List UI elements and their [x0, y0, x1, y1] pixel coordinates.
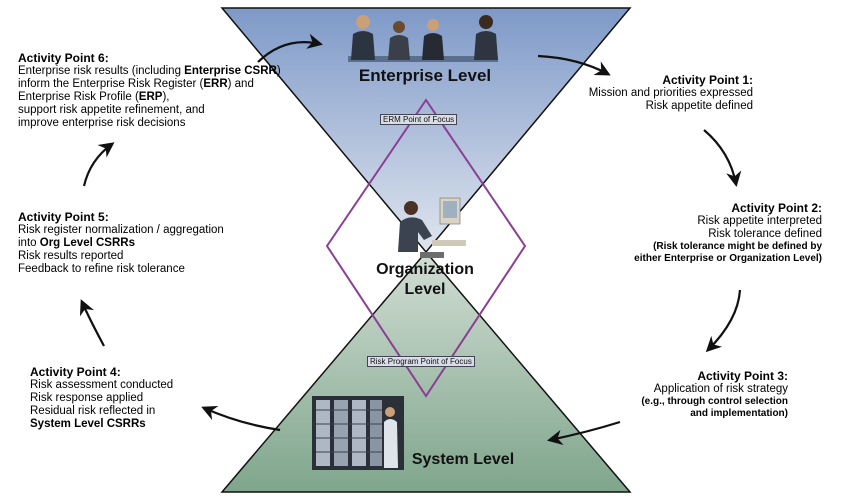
- activity-point-5-line2: into Org Level CSRRs: [18, 237, 135, 249]
- activity-point-1-line1: Mission and priorities expressed: [588, 87, 753, 99]
- activity-point-3-note1: (e.g., through control selection: [641, 396, 788, 407]
- arrow-ap6-to-enterprise: [257, 33, 324, 63]
- erm-focus-label: ERM Point of Focus: [380, 114, 458, 125]
- activity-point-4: Activity Point 4: Risk assessment conduc…: [30, 366, 173, 431]
- activity-point-3-title: Activity Point 3:: [697, 369, 788, 383]
- activity-point-5-line1: Risk register normalization / aggregatio…: [18, 224, 224, 236]
- activity-point-2-note2: either Enterprise or Organization Level): [634, 253, 822, 264]
- activity-point-2-line2: Risk tolerance defined: [708, 228, 822, 240]
- activity-point-3-line1: Application of risk strategy: [653, 383, 788, 395]
- activity-point-1-line2: Risk appetite defined: [645, 100, 753, 112]
- arrow-ap5-to-ap6: [82, 142, 115, 187]
- activity-point-4-line2: Risk response applied: [30, 392, 144, 404]
- server-room-icon: [312, 396, 404, 470]
- activity-point-5: Activity Point 5: Risk register normaliz…: [18, 211, 224, 276]
- computer-worker-icon: [398, 197, 466, 258]
- activity-point-1: Activity Point 1: Mission and priorities…: [589, 74, 753, 113]
- organization-level-line1: Organization: [376, 261, 474, 278]
- activity-point-2: Activity Point 2: Risk appetite interpre…: [634, 202, 822, 265]
- arrow-ap2-to-ap3: [705, 289, 742, 353]
- activity-point-4-line1: Risk assessment conducted: [30, 379, 174, 391]
- organization-level-line2: Level: [404, 281, 446, 298]
- activity-point-3: Activity Point 3: Application of risk st…: [641, 370, 788, 420]
- activity-point-5-line3: Risk results reported: [18, 250, 124, 262]
- activity-point-6-line3: Enterprise Risk Profile (ERP),: [18, 91, 170, 103]
- arrow-ap1-to-ap2: [703, 129, 742, 188]
- activity-point-6: Activity Point 6: Enterprise risk result…: [18, 52, 281, 130]
- activity-point-1-title: Activity Point 1:: [662, 73, 753, 87]
- activity-point-2-line1: Risk appetite interpreted: [697, 215, 822, 227]
- activity-point-6-line4: support risk appetite refinement, and: [18, 104, 205, 116]
- activity-point-6-line5: improve enterprise risk decisions: [18, 117, 186, 129]
- risk-program-focus-label: Risk Program Point of Focus: [367, 356, 475, 367]
- system-level-title: System Level: [411, 451, 515, 468]
- arrow-enterprise-to-ap1: [537, 54, 611, 76]
- activity-point-6-line2: inform the Enterprise Risk Register (ERR…: [18, 78, 254, 90]
- activity-point-4-line4: System Level CSRRs: [30, 418, 146, 430]
- activity-point-5-title: Activity Point 5:: [18, 210, 109, 224]
- enterprise-level-title: Enterprise Level: [358, 66, 492, 85]
- activity-point-6-line1: Enterprise risk results (including Enter…: [18, 65, 281, 77]
- activity-point-6-title: Activity Point 6:: [18, 51, 109, 65]
- arrow-ap3-to-system: [546, 420, 621, 445]
- activity-point-4-line3: Residual risk reflected in: [30, 405, 156, 417]
- arrow-ap4-to-ap5: [79, 299, 105, 347]
- activity-point-5-line4: Feedback to refine risk tolerance: [18, 263, 185, 275]
- arrow-system-to-ap4: [201, 405, 281, 432]
- organization-focus-diamond: [325, 98, 527, 398]
- cycle-arrows: [79, 33, 742, 445]
- activity-point-2-note1: (Risk tolerance might be defined by: [653, 241, 822, 252]
- activity-point-3-note2: and implementation): [690, 408, 788, 419]
- organization-level-title: Organization Level: [350, 260, 500, 300]
- enterprise-level-band: [220, 7, 632, 254]
- activity-point-2-title: Activity Point 2:: [731, 201, 822, 215]
- meeting-people-icon: [348, 15, 498, 62]
- activity-point-4-title: Activity Point 4:: [30, 365, 121, 379]
